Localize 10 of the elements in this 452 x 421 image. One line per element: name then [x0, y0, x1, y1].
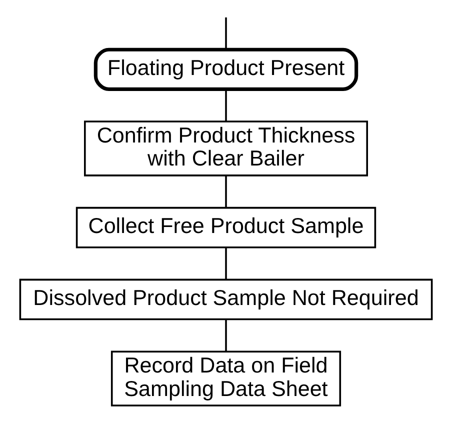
connector — [225, 89, 227, 122]
node-box: Confirm Product Thickness with Clear Bailer — [84, 120, 368, 176]
connector — [225, 176, 227, 208]
connector — [225, 248, 227, 280]
node-box: Dissolved Product Sample Not Required — [19, 278, 433, 320]
node-box: Record Data on Field Sampling Data Sheet — [110, 350, 342, 406]
connector — [225, 17, 227, 50]
connector — [225, 320, 227, 352]
node-box: Collect Free Product Sample — [76, 206, 376, 248]
node-box: Floating Product Present — [94, 48, 358, 91]
